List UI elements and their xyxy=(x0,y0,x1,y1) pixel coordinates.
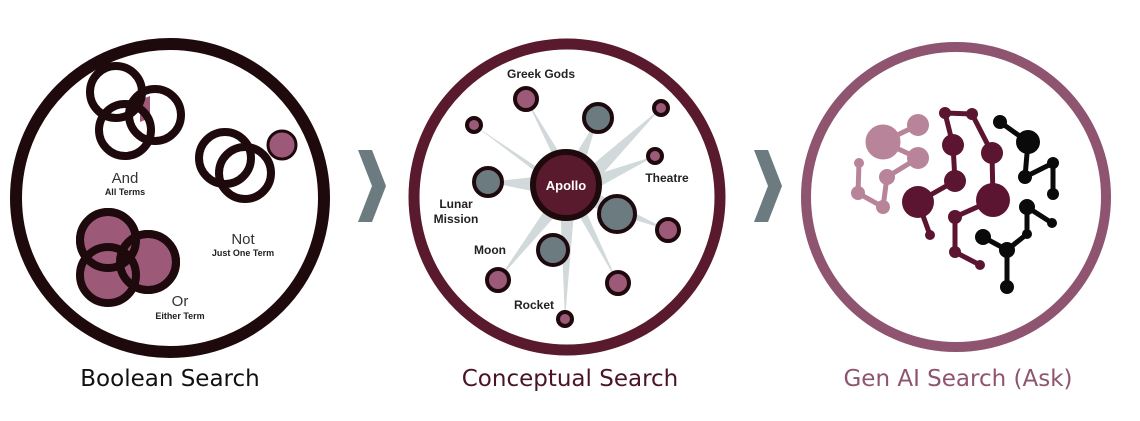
or-sublabel: Either Term xyxy=(155,311,204,321)
boolean-search-circle: And All Terms Not Just One Term Or Eithe… xyxy=(10,38,330,358)
term-greek-gods: Greek Gods xyxy=(507,67,575,81)
or-venn-icon xyxy=(76,208,180,307)
not-label: Not xyxy=(231,231,255,248)
and-venn-icon xyxy=(86,62,185,160)
genai-search-circle xyxy=(801,42,1111,352)
conceptual-search-circle: Apollo Greek Gods Theatre Lunar Mission … xyxy=(408,38,726,356)
neural-network-icon xyxy=(851,107,1059,294)
term-moon: Moon xyxy=(474,243,506,257)
conceptual-search-title: Conceptual Search xyxy=(461,366,679,392)
apollo-node xyxy=(530,149,602,221)
and-sublabel: All Terms xyxy=(105,187,145,197)
genai-search-title: Gen AI Search (Ask) xyxy=(843,366,1073,392)
chevron-right-icon xyxy=(754,150,782,222)
or-label: Or xyxy=(172,293,189,310)
not-venn-icon xyxy=(195,128,298,203)
concept-nodes xyxy=(465,86,681,328)
chevron-right-icon xyxy=(358,150,386,222)
term-lunar: Lunar xyxy=(439,197,473,211)
term-theatre: Theatre xyxy=(645,171,689,185)
term-mission: Mission xyxy=(434,212,479,226)
apollo-label: Apollo xyxy=(546,178,586,193)
not-sublabel: Just One Term xyxy=(212,248,274,258)
boolean-search-title: Boolean Search xyxy=(80,366,260,392)
and-label: And xyxy=(112,170,139,187)
term-rocket: Rocket xyxy=(514,298,554,312)
